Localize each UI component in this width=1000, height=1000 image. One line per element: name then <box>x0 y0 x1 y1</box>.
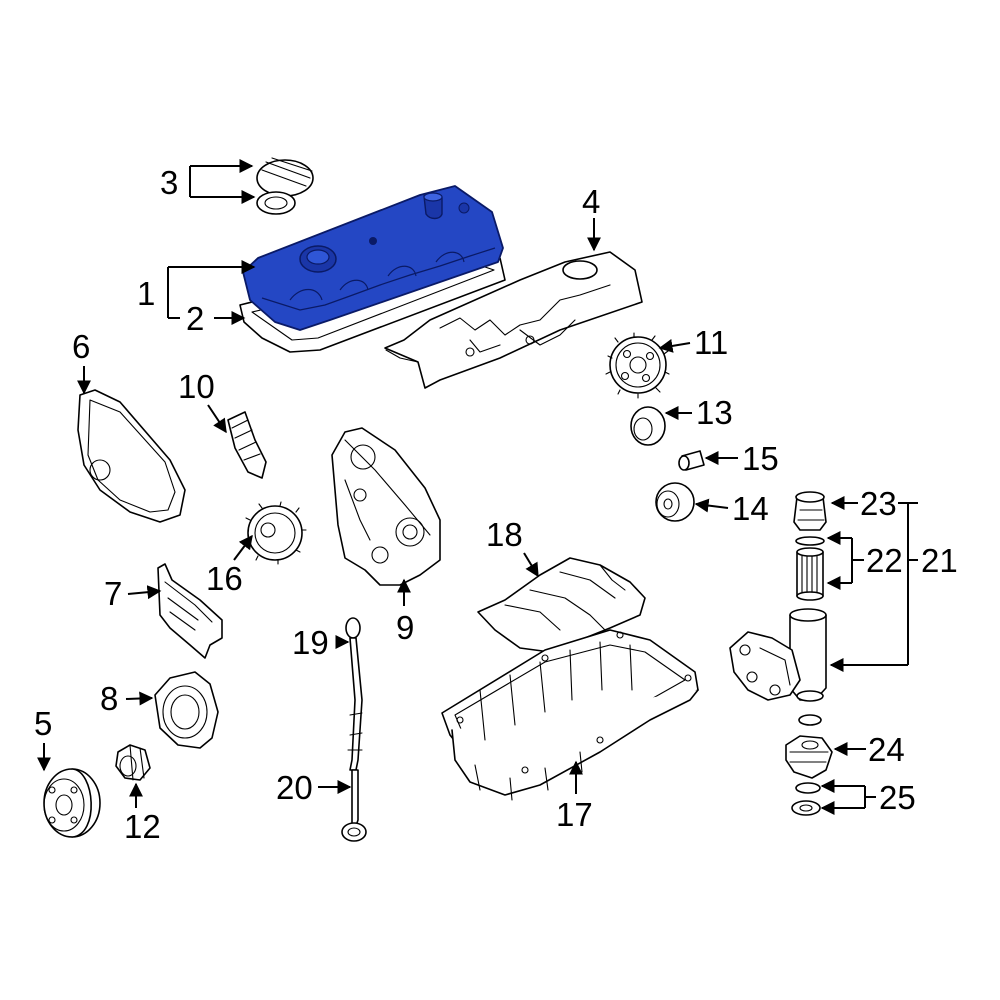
part-1-valve-cover[interactable] <box>242 185 504 331</box>
callout-4: 4 <box>582 183 600 220</box>
leader-lines <box>37 159 918 815</box>
part-9-inner-timing-cover[interactable] <box>331 427 441 586</box>
part-23-filter-cap[interactable] <box>793 491 827 531</box>
callout-labels: 3 1 2 4 6 10 11 13 15 14 16 7 9 8 5 12 1… <box>34 164 958 845</box>
callout-3: 3 <box>160 164 178 201</box>
callout-23: 23 <box>860 485 897 522</box>
part-11-camshaft-sprocket[interactable] <box>605 332 670 399</box>
callout-20: 20 <box>276 769 313 806</box>
callout-12: 12 <box>124 808 161 845</box>
callout-10: 10 <box>178 368 215 405</box>
callout-8: 8 <box>100 680 118 717</box>
part-18-oil-baffle[interactable] <box>477 557 646 653</box>
part-3-oil-filler-cap[interactable] <box>256 157 314 215</box>
part-16-sprocket[interactable] <box>243 501 307 565</box>
part-10-timing-belt[interactable] <box>227 411 267 479</box>
callout-2: 2 <box>186 300 204 337</box>
callout-21: 21 <box>921 542 958 579</box>
part-20-dipstick[interactable] <box>341 769 367 842</box>
part-15-bolt[interactable] <box>678 450 705 471</box>
part-22-oil-filter-element[interactable] <box>795 536 825 601</box>
callout-19: 19 <box>292 624 329 661</box>
callout-22: 22 <box>866 542 903 579</box>
part-4-cover-baffle[interactable] <box>384 251 643 389</box>
callout-6: 6 <box>72 328 90 365</box>
callout-1: 1 <box>137 275 155 312</box>
part-5-crankshaft-pulley[interactable] <box>43 768 101 838</box>
part-13-seal[interactable] <box>630 406 666 446</box>
callout-13: 13 <box>696 394 733 431</box>
part-24-oil-cooler[interactable] <box>785 714 833 779</box>
part-12-gear[interactable] <box>115 744 151 781</box>
callout-16: 16 <box>206 560 243 597</box>
part-25-seals[interactable] <box>791 782 821 816</box>
callout-17: 17 <box>556 796 593 833</box>
callout-24: 24 <box>868 731 905 768</box>
part-6-timing-cover-outer[interactable] <box>77 389 186 523</box>
callout-15: 15 <box>742 440 779 477</box>
part-21-oil-filter-housing[interactable] <box>729 608 827 702</box>
part-7-bracket[interactable] <box>157 563 223 659</box>
callout-18: 18 <box>486 516 523 553</box>
callout-11: 11 <box>694 324 728 361</box>
callout-7: 7 <box>104 575 122 612</box>
callout-5: 5 <box>34 705 52 742</box>
callout-14: 14 <box>732 490 769 527</box>
part-17-oil-pan[interactable] <box>441 629 699 801</box>
part-14-idler-pulley[interactable] <box>655 482 695 522</box>
callout-25: 25 <box>879 779 916 816</box>
part-8-oil-pump-housing[interactable] <box>154 671 219 749</box>
callout-9: 9 <box>396 609 414 646</box>
part-19-dipstick-tube[interactable] <box>345 617 363 771</box>
